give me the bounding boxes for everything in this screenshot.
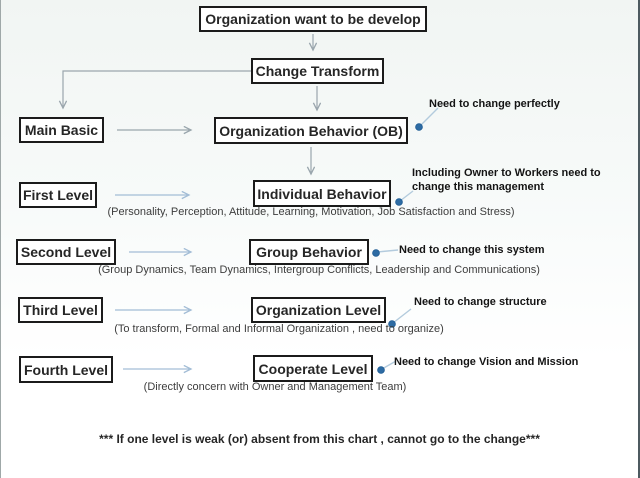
annotation-group: Need to change this system [399, 244, 545, 256]
caption-cooperate-level: (Directly concern with Owner and Managem… [143, 381, 407, 393]
annotation-individual: Including Owner to Workers need to chang… [412, 167, 601, 193]
node-group-behavior: Group Behavior [249, 239, 369, 265]
caption-group-behavior: (Group Dynamics, Team Dynamics, Intergro… [98, 264, 540, 276]
callout-line-group [376, 249, 399, 253]
annotation-organization: Need to change structure [414, 296, 547, 308]
node-fourth-level: Fourth Level [19, 356, 113, 383]
node-org-develop: Organization want to be develop [199, 6, 427, 32]
callout-dot-cooperate [377, 366, 385, 374]
callout-line-cooperate [381, 360, 397, 370]
node-change-transform: Change Transform [251, 58, 384, 84]
node-cooperate-level: Cooperate Level [253, 355, 373, 382]
node-organization-level: Organization Level [251, 297, 386, 323]
annotation-ob: Need to change perfectly [429, 98, 560, 110]
node-organization-behavior: Organization Behavior (OB) [214, 117, 408, 144]
callout-dot-individual [395, 198, 403, 206]
callout-line-ob [419, 107, 439, 127]
callout-dot-organization [388, 320, 396, 328]
caption-organization-level: (To transform, Formal and Informal Organ… [114, 323, 444, 335]
callout-dot-group [372, 249, 380, 257]
node-individual-behavior: Individual Behavior [253, 180, 391, 207]
node-first-level: First Level [19, 182, 97, 208]
callout-line-individual [399, 190, 414, 202]
callout-line-organization [392, 308, 412, 324]
annotation-cooperate: Need to change Vision and Mission [394, 356, 579, 368]
footnote-warning: *** If one level is weak (or) absent fro… [99, 432, 540, 446]
caption-individual-behavior: (Personality, Perception, Attitude, Lear… [107, 206, 515, 218]
node-third-level: Third Level [18, 297, 103, 323]
node-main-basic: Main Basic [19, 117, 104, 143]
callout-dot-ob [415, 123, 423, 131]
arrow-changetransform-to-mainbasic [58, 70, 251, 110]
node-second-level: Second Level [16, 239, 116, 265]
